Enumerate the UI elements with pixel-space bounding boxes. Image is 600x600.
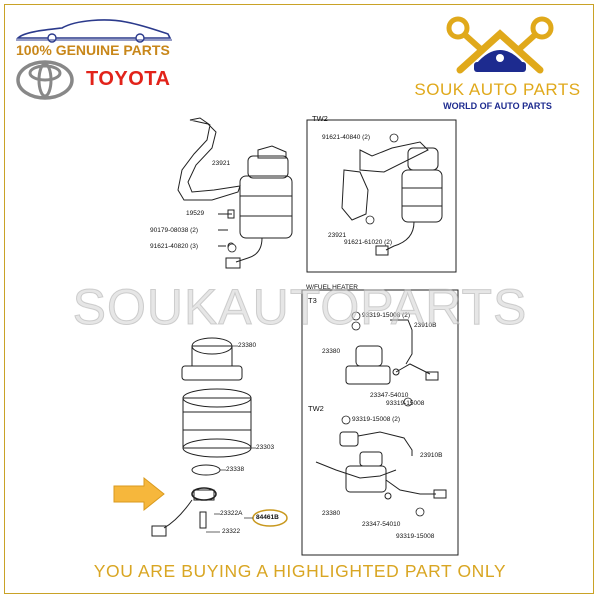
section-label-t3: T3 [308,296,317,305]
part-label: 23380 [238,342,257,349]
section-label-tw2-bottom: TW2 [308,404,324,413]
section-label-tw2-top: TW2 [312,114,328,123]
part-label: 90179-08038 (2) [150,227,199,234]
part-label: 93319-15008 (2) [362,312,411,319]
highlight-arrow [113,476,165,512]
shop-name: SOUK AUTO PARTS [414,80,581,99]
part-label: 23338 [226,466,245,473]
bottom-left-assembly [151,337,252,537]
part-label: 23921 [328,232,347,239]
part-label: 23380 [322,510,341,517]
part-label: 23921 [212,160,231,167]
toyota-emblem-logo [16,60,74,100]
fuel-heater-box [301,289,459,556]
part-label: 91621-40840 (2) [322,134,371,141]
part-label: 93319-15008 [396,533,435,540]
fuel-heater-tw2-assembly [315,431,447,500]
part-label: 23322A [220,510,243,517]
part-label: 23303 [256,444,275,451]
maker-name: TOYOTA [86,68,171,90]
footer-notice: YOU ARE BUYING A HIGHLIGHTED PART ONLY [93,561,507,581]
part-label: 91621-61020 (2) [344,239,393,246]
part-label: 93319-15008 (2) [352,416,401,423]
part-label: 19529 [186,210,205,217]
s-markers [227,133,425,517]
tw2-top-box [306,119,457,273]
part-label: 23322 [222,528,241,535]
part-label: 23347-54010 [370,392,409,399]
part-label: 23347-54010 [362,521,401,528]
part-label: 93319-15008 [386,400,425,407]
shop-tagline: WORLD OF AUTO PARTS [443,101,552,111]
fuel-heater-t3-assembly [345,319,439,385]
page-frame [4,4,594,594]
part-label: 23380 [322,348,341,355]
fuel-heater-heading: W/FUEL HEATER [306,284,359,291]
genuine-parts-text: 100% GENUINE PARTS [16,42,170,58]
souk-wrench-car-logo [446,16,554,74]
highlighted-part-label: 84461B [256,514,279,521]
part-label: 23910B [414,322,437,329]
part-label: 91621-40820 (3) [150,243,199,250]
tw2-top-assembly [341,141,443,256]
part-label: 23910B [420,452,443,459]
car-outline-icon [16,19,172,43]
top-left-assembly [177,117,293,269]
